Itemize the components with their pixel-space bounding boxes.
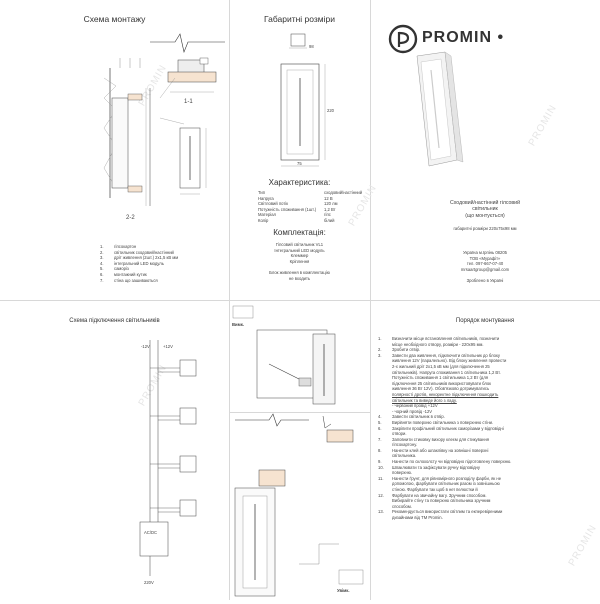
dim-height: 220 bbox=[327, 108, 334, 113]
kit-item: не входить bbox=[288, 275, 311, 281]
step-item: отвори. bbox=[392, 431, 407, 437]
completeness-title: Комплектація: bbox=[273, 228, 326, 237]
step-item: 1.Визначити місце встановлення світильни… bbox=[378, 336, 500, 341]
step-item: 11.Нанести ґрунт, для рівномірного розпо… bbox=[378, 475, 502, 481]
watermark: PROMIN bbox=[566, 522, 600, 569]
step-item: підключення 25 світильників використовув… bbox=[392, 380, 491, 386]
step-item: поверхню. bbox=[392, 470, 413, 476]
dimensions-drawing bbox=[280, 33, 326, 167]
step-item: 4.Завести світильник в отвір. bbox=[378, 414, 445, 420]
step-off-label: Вимк. bbox=[232, 322, 244, 327]
kit-item: Гіпсовий світильник VL1 bbox=[275, 242, 324, 247]
spec-row: Потужність споживання (1шт.)1,2 Вт bbox=[258, 206, 336, 212]
step-item: світильника. bbox=[392, 453, 417, 459]
kit-list: Гіпсовий світильник VL1 Інтегральний LED… bbox=[229, 242, 370, 281]
section-2-2-label: 2-2 bbox=[126, 215, 135, 221]
wire-plus-label: +12V bbox=[163, 344, 173, 349]
step-item: 2.Зробити отвір. bbox=[378, 347, 421, 353]
product-image bbox=[416, 51, 464, 167]
step-item: 3.Завести два живлення, підключити світи… bbox=[378, 352, 500, 358]
parts-legend: 1.гіпсокартон 2.світильник сходовий/наст… bbox=[100, 244, 178, 283]
kit-item: Кріплення bbox=[289, 258, 310, 264]
step-item: 7.Заповнити стиковку вихору клеєм для ст… bbox=[378, 436, 490, 442]
legend-item: 3.дріт живлення (2шт.) 2х1,5 кВ мм bbox=[100, 255, 179, 261]
step-item: Вибирайте стіну та поверхню світильника … bbox=[392, 498, 491, 504]
product-size: габаритні розміри 220х75х98 мм bbox=[453, 226, 517, 231]
step-item: живлення 36 Вт 12V). Обов'язково дотриму… bbox=[392, 386, 490, 392]
legend-item: 6.монтажний кутик bbox=[100, 271, 147, 277]
step-on-label: Увімк. bbox=[337, 588, 350, 593]
panel-divider bbox=[229, 412, 370, 413]
step-item: - чорний провід -12V bbox=[392, 408, 433, 414]
legend-item: 2.світильник сходовий/настінний bbox=[100, 249, 174, 255]
legend-item: 4.інтегральний LED модуль bbox=[100, 260, 164, 266]
legend-item: 1.гіпсокартон bbox=[100, 244, 137, 249]
legend-item: 5.саморіз bbox=[100, 266, 129, 272]
step-item: допомогою, фарбувати світильник разом із… bbox=[392, 481, 500, 487]
mounting-drawing bbox=[103, 33, 225, 206]
step-item: 5.Вирівняти поверхню світильника з повер… bbox=[378, 419, 494, 425]
legend-item: 7.стіна що зашиваються bbox=[100, 277, 158, 283]
kit-item: Блок живлення в комплектацію bbox=[269, 269, 330, 275]
install-order-title: Порядок монтування bbox=[455, 318, 515, 324]
install-drawing-bottom bbox=[234, 413, 364, 597]
step-item: живлення 12V (паралельно). Від блоку жив… bbox=[392, 358, 507, 364]
product-title: Сходовий/настінний гілсовий світильник (… bbox=[450, 200, 520, 219]
step-item: світильник та виведе його з ладу. bbox=[392, 397, 457, 403]
dim-width: 75 bbox=[297, 161, 302, 166]
kit-item: Інтегральний LED модуль bbox=[274, 247, 325, 253]
dimensions-title: Габаритні розміри bbox=[263, 14, 336, 24]
step-item: гіпсокартону. bbox=[392, 442, 418, 448]
brand-name: PROMIN • bbox=[422, 29, 505, 46]
step-item: способом. bbox=[392, 503, 412, 509]
promin-logo-icon bbox=[388, 24, 418, 54]
section-1-1-label: 1-1 bbox=[184, 99, 193, 105]
dim-depth: 98 bbox=[309, 44, 314, 49]
step-item: 9.Нанести по склохолсту чи відповідно пі… bbox=[378, 459, 512, 465]
step-item: 10.Шпаклювати та зафіксувати ручну відпо… bbox=[378, 464, 480, 470]
wire-minus-label: -12V bbox=[141, 344, 150, 349]
wiring-title: Схема підключення світильників bbox=[69, 318, 160, 324]
step-item: 2-х жильний дріт 2х1,5 кВ мм (для підклю… bbox=[392, 363, 490, 369]
manufacturer-info: Україна м.Ірпінь 08205 ТОВ «Мурафіт» тел… bbox=[460, 250, 510, 283]
wiring-diagram bbox=[139, 340, 197, 576]
psu-label: AC/DC bbox=[144, 530, 158, 535]
kit-item: Клеммер bbox=[290, 253, 309, 259]
install-steps: 1.Визначити місце встановлення світильни… bbox=[378, 336, 511, 521]
step-item: - червоний провід +12V bbox=[392, 403, 438, 409]
step-item: місце необхідного отвору, розміри - 220х… bbox=[392, 341, 484, 347]
step-item: 12.Фарбувати на звичайну вагу. Зручним с… bbox=[378, 492, 487, 498]
step-item: 13.Рекомендується використати світлим та… bbox=[378, 509, 503, 515]
install-drawing-top bbox=[232, 305, 336, 405]
step-item: дизайнами від ТМ Promin. bbox=[392, 515, 443, 520]
step-item: світильників). Напруга споживання 1 світ… bbox=[392, 369, 501, 375]
mains-label: 220V bbox=[144, 580, 154, 585]
mounting-scheme-title: Схема монтажу bbox=[83, 14, 146, 24]
row-divider bbox=[0, 300, 600, 301]
step-item: 8.Нанести клей або шпаклівку на зовнішні… bbox=[378, 447, 489, 453]
step-item: 6.Закріпити профільний світильник саморі… bbox=[378, 425, 504, 431]
step-item: полярності дротів, некоректне підключенн… bbox=[392, 391, 499, 397]
characteristics-title: Характеристика: bbox=[268, 178, 331, 187]
step-item: Потужність споживання 1 світильника 1,2 … bbox=[392, 375, 489, 381]
step-item: стіною. Фарбувати так щоб в неї пелюстки… bbox=[392, 487, 478, 493]
